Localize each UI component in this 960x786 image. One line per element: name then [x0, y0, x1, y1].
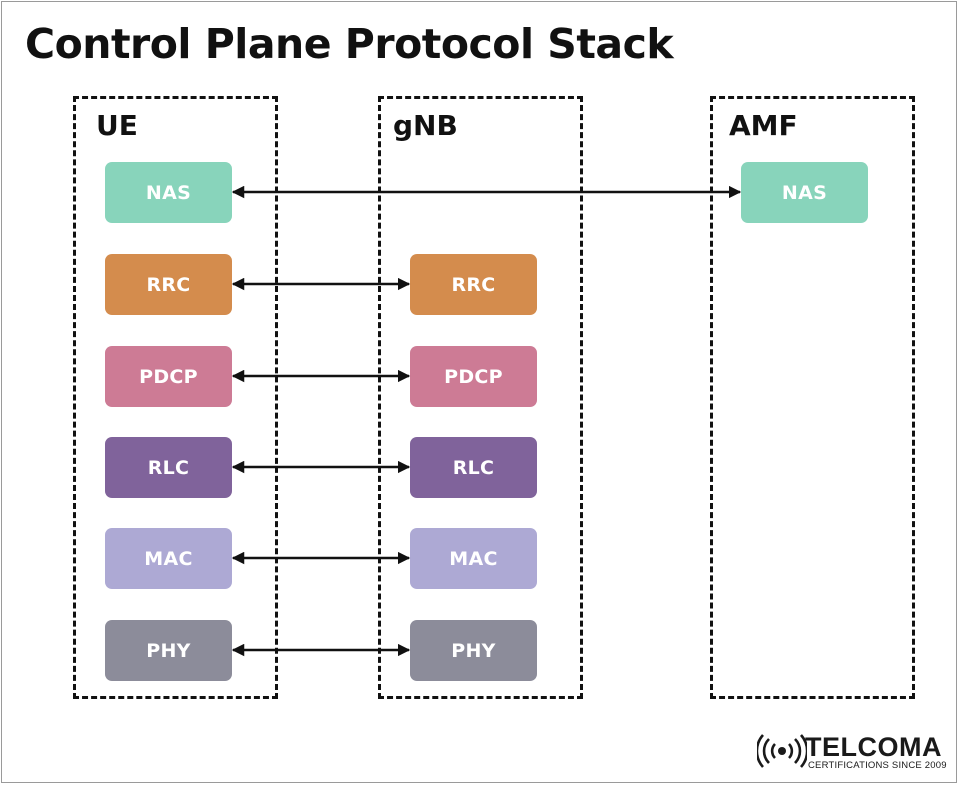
amf-nas-layer: NAS	[741, 162, 868, 223]
ue-phy-label: PHY	[146, 639, 191, 662]
ue-rrc-label: RRC	[146, 273, 191, 296]
gnb-column-label: gNB	[393, 109, 458, 142]
gnb-rlc-layer: RLC	[410, 437, 537, 498]
gnb-rrc-label: RRC	[451, 273, 496, 296]
gnb-mac-layer: MAC	[410, 528, 537, 589]
logo-tagline: CERTIFICATIONS SINCE 2009	[808, 760, 947, 771]
ue-rlc-label: RLC	[147, 456, 190, 479]
ue-column: UE	[73, 96, 278, 699]
ue-nas-label: NAS	[145, 181, 192, 204]
diagram-title: Control Plane Protocol Stack	[25, 20, 674, 68]
ue-pdcp-layer: PDCP	[105, 346, 232, 407]
ue-pdcp-label: PDCP	[139, 365, 198, 388]
ue-rrc-layer: RRC	[105, 254, 232, 315]
amf-nas-label: NAS	[781, 181, 828, 204]
broadcast-signal-icon	[757, 734, 807, 768]
amf-column: AMF	[710, 96, 915, 699]
gnb-phy-layer: PHY	[410, 620, 537, 681]
logo-name: TELCOMA	[805, 732, 942, 762]
telcoma-logo: TELCOMA CERTIFICATIONS SINCE 2009	[757, 732, 947, 773]
ue-phy-layer: PHY	[105, 620, 232, 681]
gnb-pdcp-layer: PDCP	[410, 346, 537, 407]
gnb-pdcp-label: PDCP	[444, 365, 503, 388]
ue-nas-layer: NAS	[105, 162, 232, 223]
ue-rlc-layer: RLC	[105, 437, 232, 498]
amf-column-label: AMF	[729, 109, 798, 142]
gnb-phy-label: PHY	[451, 639, 496, 662]
gnb-column: gNB	[378, 96, 583, 699]
gnb-rlc-label: RLC	[452, 456, 495, 479]
ue-mac-layer: MAC	[105, 528, 232, 589]
gnb-mac-label: MAC	[449, 547, 498, 570]
ue-mac-label: MAC	[144, 547, 193, 570]
gnb-rrc-layer: RRC	[410, 254, 537, 315]
ue-column-label: UE	[96, 109, 138, 142]
